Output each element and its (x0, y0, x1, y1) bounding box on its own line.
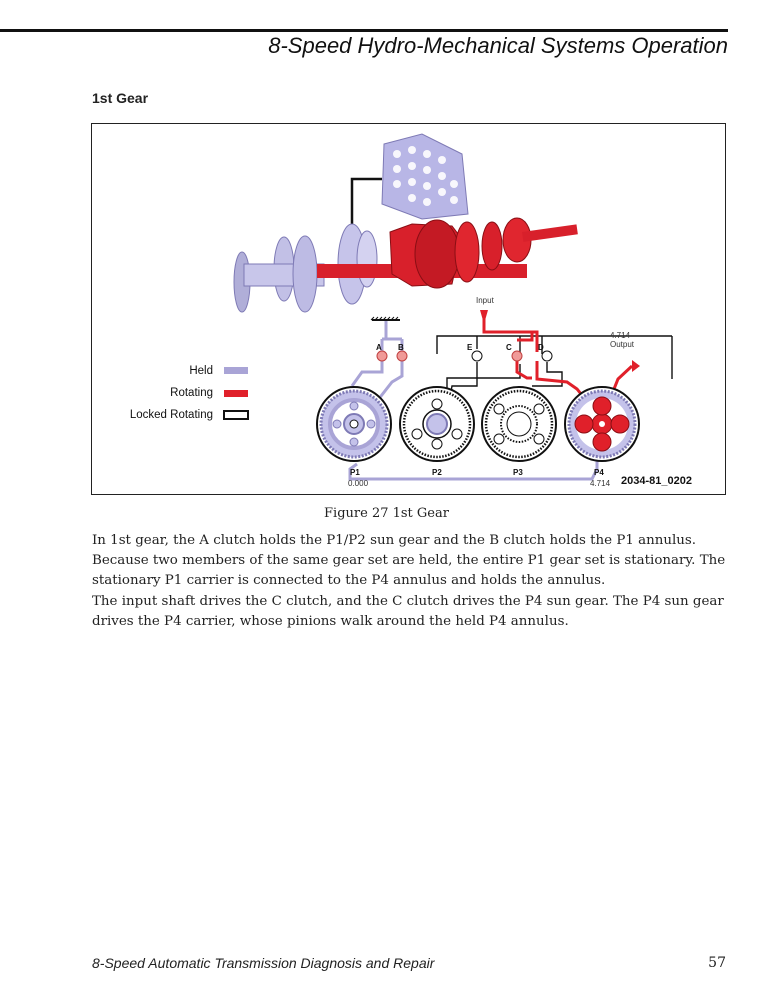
clutch-a-held (376, 350, 388, 362)
body-paragraph-2: The input shaft drives the C clutch, and… (92, 594, 724, 629)
gearset-p1 (316, 386, 392, 462)
gearset-p3-label: P3 (513, 468, 523, 477)
footer-title: 8-Speed Automatic Transmission Diagnosis… (92, 955, 435, 971)
gearset-p4-label: P4 (594, 468, 604, 477)
page-header-title: 8-Speed Hydro-Mechanical Systems Operati… (268, 33, 728, 58)
clutch-c-label: C (506, 343, 512, 352)
clutch-d (541, 350, 553, 362)
clutch-b-held (396, 350, 408, 362)
output-label: Output (610, 340, 635, 349)
legend-locked-rotating-swatch (223, 410, 249, 420)
p4-ratio: 4.714 (590, 479, 611, 488)
gearset-p2 (399, 386, 475, 462)
legend: Held Rotating Locked Rotating (130, 365, 249, 421)
figure-caption: Figure 27 1st Gear (324, 506, 449, 521)
clutch-symbols: A B E C D (376, 343, 553, 362)
figure-box: Held Rotating Locked Rotating (91, 123, 726, 495)
legend-held-swatch (224, 367, 248, 374)
page-number: 57 (708, 955, 726, 971)
figure-id: 2034-81_0202 (621, 475, 692, 487)
section-title: 1st Gear (92, 90, 149, 106)
header-rule (0, 29, 728, 32)
body-paragraph-1: In 1st gear, the A clutch holds the P1/P… (92, 533, 726, 588)
gearset-p2-label: P2 (432, 468, 442, 477)
gearset-p3 (481, 386, 557, 462)
output-ratio: 4.714 (610, 331, 631, 340)
input-label: Input (476, 296, 495, 305)
gearset-p1-label: P1 (350, 468, 360, 477)
clutch-e (471, 350, 483, 362)
legend-locked-rotating-label: Locked Rotating (130, 409, 213, 421)
clutch-a-label: A (376, 343, 382, 352)
gear-diagram: Held Rotating Locked Rotating (130, 133, 692, 488)
legend-rotating-label: Rotating (170, 387, 213, 399)
legend-rotating-swatch (224, 390, 248, 397)
clutch-c-applied (511, 350, 523, 362)
clutch-b-label: B (398, 343, 404, 352)
clutch-d-label: D (538, 343, 544, 352)
clutch-e-label: E (467, 343, 473, 352)
p1-ratio: 0.000 (348, 479, 369, 488)
legend-held-label: Held (189, 365, 213, 377)
exploded-view-illustration (233, 133, 578, 313)
gearset-p4 (564, 386, 640, 462)
